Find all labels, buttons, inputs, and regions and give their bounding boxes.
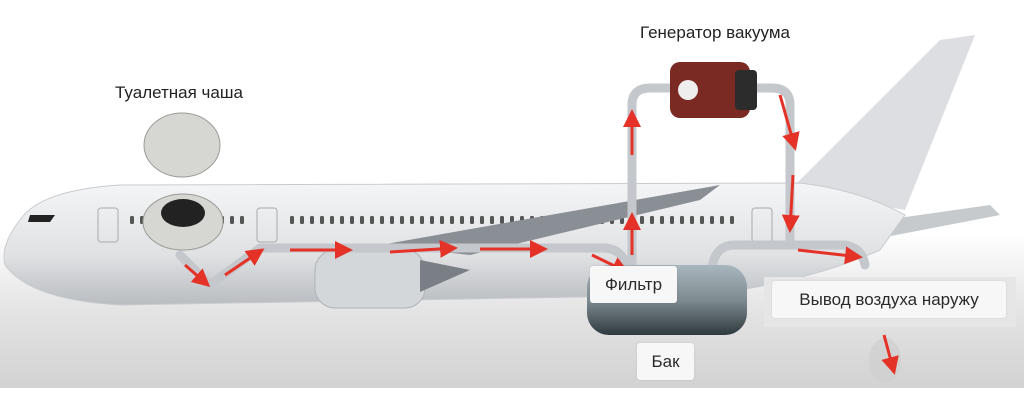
window: [330, 216, 334, 224]
vacuum-generator-device: [670, 62, 757, 118]
window: [310, 216, 314, 224]
cockpit-window: [28, 215, 55, 222]
window: [320, 216, 324, 224]
toilet-bowl-title: Туалетная чаша: [115, 83, 243, 102]
filter-label: Фильтр: [590, 266, 677, 303]
window: [360, 216, 364, 224]
flow-arrow: [184, 263, 211, 287]
window: [660, 216, 664, 224]
window: [390, 216, 394, 224]
window: [380, 216, 384, 224]
flow-arrow: [797, 246, 863, 265]
window: [370, 216, 374, 224]
window: [340, 216, 344, 224]
exhaust-smoke: [869, 338, 901, 382]
tank-label: Бак: [637, 343, 694, 380]
window: [410, 216, 414, 224]
window: [400, 216, 404, 224]
flow-arrow: [881, 334, 899, 375]
window: [460, 216, 464, 224]
window: [240, 216, 244, 224]
window: [700, 216, 704, 224]
window: [680, 216, 684, 224]
window: [650, 216, 654, 224]
window: [640, 216, 644, 224]
window: [230, 216, 234, 224]
window: [500, 216, 504, 224]
flow-arrow: [778, 94, 800, 151]
vacuum-generator-title: Генератор вакуума: [640, 23, 791, 42]
toilet-bowl-image: [142, 112, 224, 251]
window: [670, 216, 674, 224]
engine: [314, 249, 426, 309]
air-outlet-label: Вывод воздуха наружу: [772, 281, 1006, 318]
window: [490, 216, 494, 224]
window: [730, 216, 734, 224]
window: [690, 216, 694, 224]
tail-fin: [790, 35, 975, 210]
flow-arrow: [224, 248, 265, 277]
door: [97, 207, 119, 243]
window: [450, 216, 454, 224]
engine-exhaust: [420, 260, 470, 292]
window: [720, 216, 724, 224]
window: [480, 216, 484, 224]
window: [470, 216, 474, 224]
window: [350, 216, 354, 224]
window: [130, 216, 134, 224]
flow-arrow: [781, 174, 800, 233]
window: [290, 216, 294, 224]
flow-arrow: [389, 239, 458, 258]
window: [430, 216, 434, 224]
window: [710, 216, 714, 224]
door: [256, 207, 278, 243]
window: [300, 216, 304, 224]
window: [440, 216, 444, 224]
window: [420, 216, 424, 224]
